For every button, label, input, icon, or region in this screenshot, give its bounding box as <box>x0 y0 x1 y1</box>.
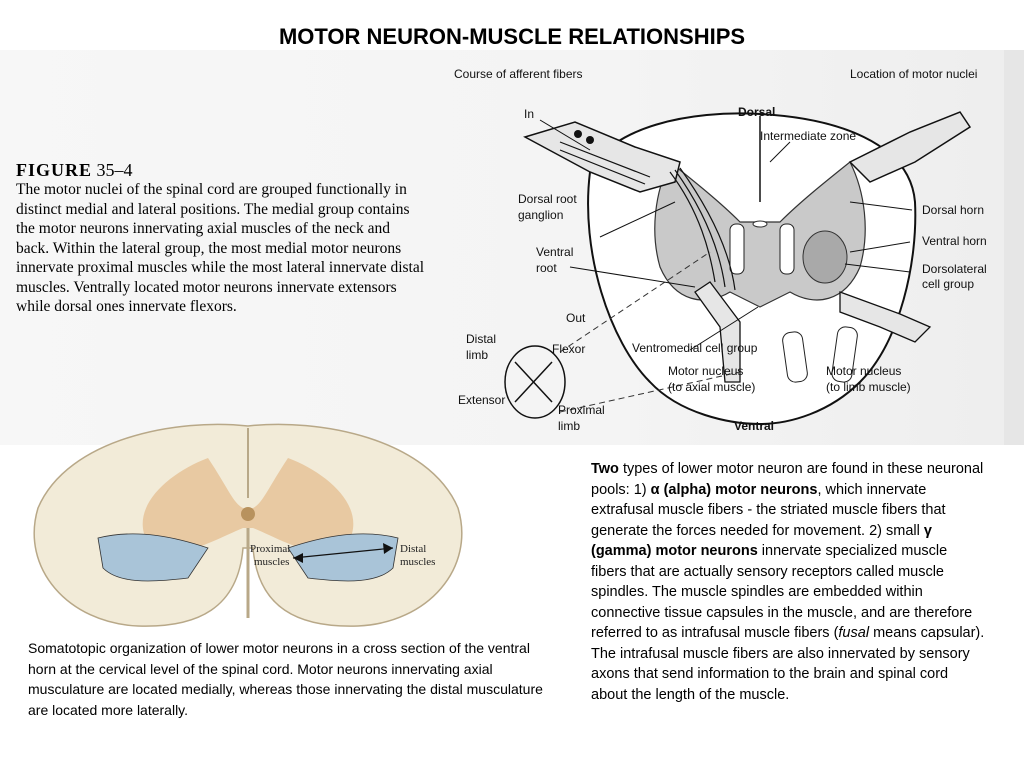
central-canal-cs <box>241 507 255 521</box>
in-label: In <box>524 107 534 121</box>
distal-limb-label-1: Distal <box>466 332 496 346</box>
intermediate-zone-label: Intermediate zone <box>760 129 856 143</box>
figure-caption: The motor nuclei of the spinal cord are … <box>16 181 425 315</box>
motor-limb-tube <box>831 326 858 383</box>
dorsal-root-ganglion-label-1: Dorsal root <box>518 192 577 206</box>
motor-axial-tube <box>782 331 808 383</box>
distal-muscles-label-1: Distal <box>400 543 426 555</box>
motor-nucleus-column-right <box>779 223 795 275</box>
text-fusal: fusal <box>838 625 870 641</box>
gray-matter-shape <box>142 458 354 553</box>
flexor-label: Flexor <box>552 342 585 356</box>
figure-heading: FIGURE 35–4 <box>16 160 133 181</box>
ventral-horn-motor-region-left <box>97 533 209 582</box>
figure-label: FIGURE <box>16 160 93 180</box>
motor-limb-label-2: (to limb muscle) <box>826 380 911 394</box>
dorsal-root-ganglion-cell <box>574 130 582 138</box>
out-label: Out <box>566 311 586 325</box>
motor-axial-label-2: (to axial muscle) <box>668 380 755 394</box>
ventral-root-right <box>839 291 932 343</box>
spinal-cord-diagram: Course of afferent fibers Location of mo… <box>454 67 987 433</box>
ventral-horn-label: Ventral horn <box>922 234 987 248</box>
motor-limb-label-1: Motor nucleus <box>826 364 901 378</box>
dorsolateral-group-shape <box>802 230 848 284</box>
dorsal-label: Dorsal <box>738 105 775 119</box>
ventral-horn-motor-region-right <box>287 533 399 582</box>
motor-neuron-types-text: Two types of lower motor neuron are foun… <box>591 461 985 703</box>
proximal-limb-label-1: Proximal <box>558 403 605 417</box>
ventral-root-label-2: root <box>536 261 557 275</box>
text-two: Two <box>591 461 619 477</box>
dorsolateral-label-2: cell group <box>922 277 974 291</box>
ventral-label: Ventral <box>734 419 774 433</box>
ventral-root <box>694 281 741 383</box>
cross-section-illustration: Proximal muscles Distal muscles <box>33 423 463 627</box>
central-canal <box>752 220 768 228</box>
motor-axial-label-1: Motor nucleus <box>668 364 743 378</box>
dorsal-root-ganglion-label-2: ganglion <box>518 208 563 222</box>
extensor-label: Extensor <box>458 393 505 407</box>
ventromedial-label: Ventromedial cell group <box>632 341 758 355</box>
limb-circle <box>504 345 566 419</box>
text-alpha-motor-neurons: α (alpha) motor neurons <box>650 481 818 498</box>
distal-limb-label-2: limb <box>466 348 488 362</box>
dorsal-horn-label: Dorsal horn <box>922 203 984 217</box>
dorsal-root-right <box>848 111 972 183</box>
proximal-limb-label-2: limb <box>558 419 580 433</box>
distal-muscles-label-2: muscles <box>400 556 435 568</box>
scan-page-edge <box>1004 50 1024 445</box>
motor-nuclei-heading: Location of motor nuclei <box>850 67 977 81</box>
ventral-root-label-1: Ventral <box>536 245 573 259</box>
figure-number: 35–4 <box>96 160 133 180</box>
somatotopic-caption: Somatotopic organization of lower motor … <box>28 640 543 718</box>
dorsal-root <box>523 121 681 193</box>
page-title: MOTOR NEURON-MUSCLE RELATIONSHIPS <box>278 24 746 49</box>
proximal-muscles-label-1: Proximal <box>250 543 290 555</box>
dorsal-root-ganglion-cell-2 <box>586 136 594 144</box>
course-afferent-heading: Course of afferent fibers <box>454 67 583 81</box>
proximal-muscles-label-2: muscles <box>254 556 289 568</box>
dorsolateral-label-1: Dorsolateral <box>922 262 987 276</box>
motor-nucleus-column-left <box>729 223 745 275</box>
text-gamma-motor-neurons: γ (gamma) motor neurons <box>591 522 932 560</box>
